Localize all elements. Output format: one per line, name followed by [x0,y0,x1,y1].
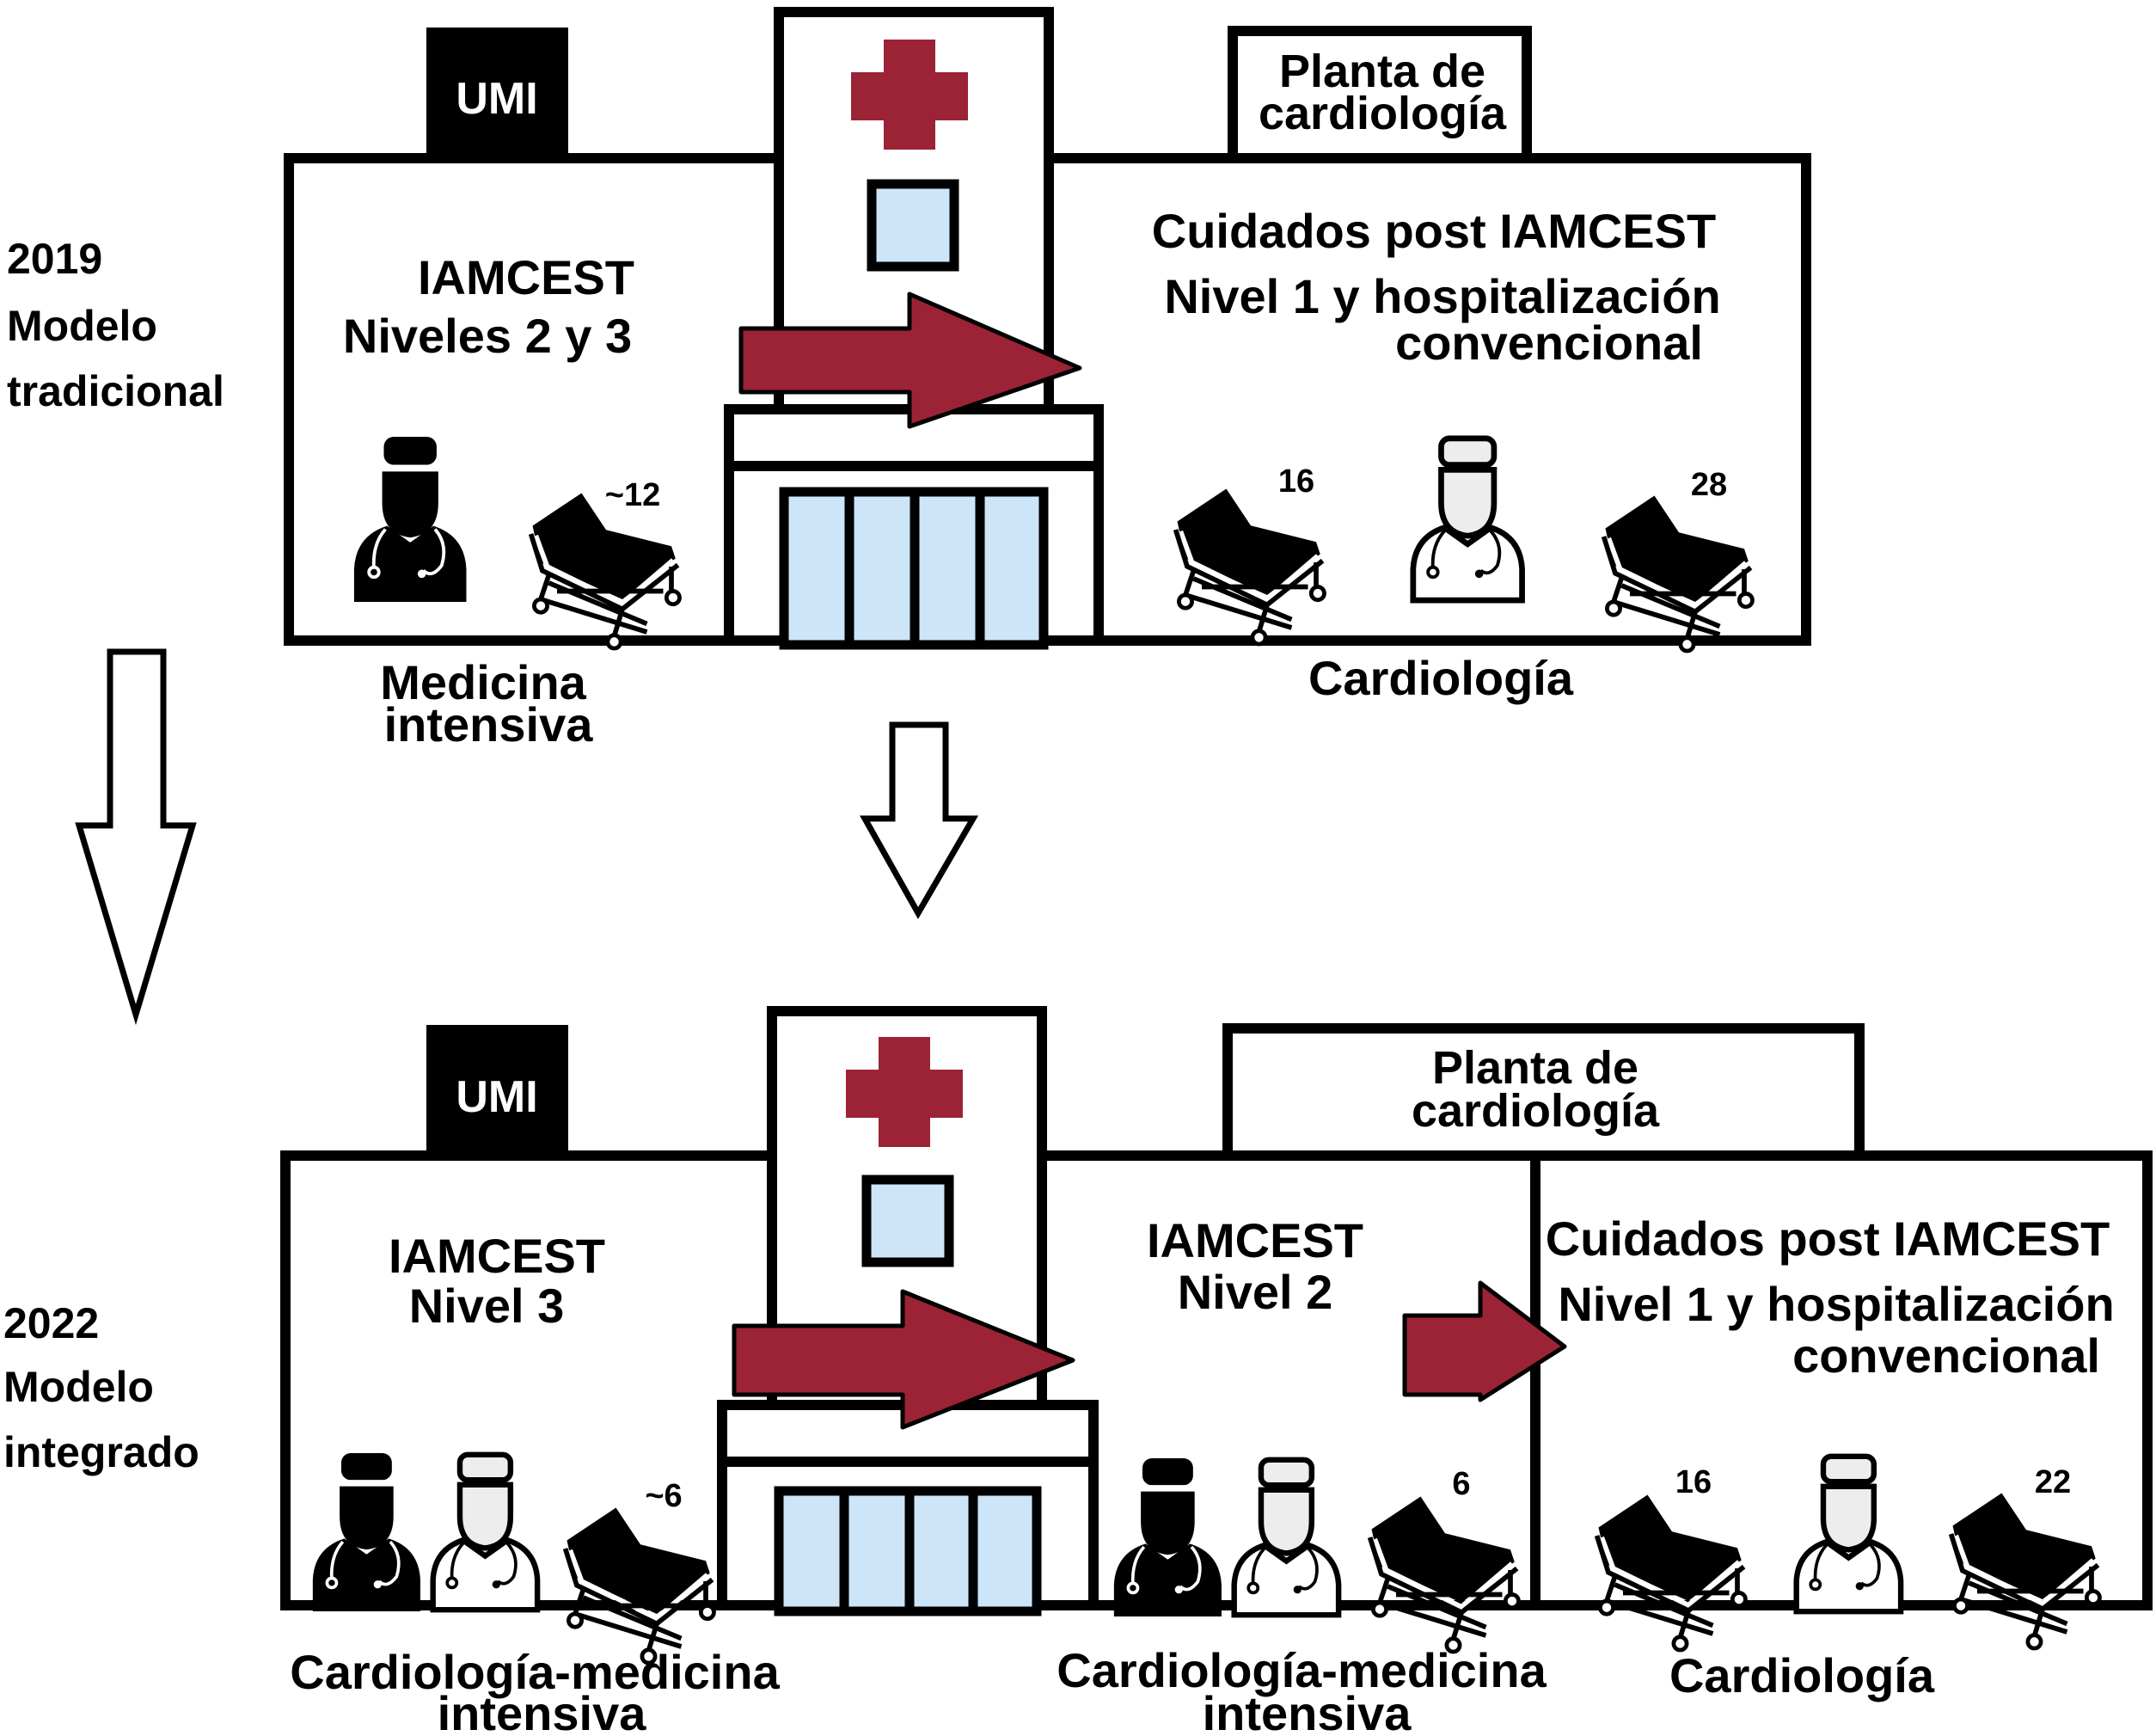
top-model: 2019 Modelo tradicional UMI Planta de ca… [7,7,1811,751]
bottom-model-line2: Modelo [3,1363,154,1411]
top-model-line2: Modelo [7,302,157,350]
icu-bed-count: ~12 [605,477,660,513]
top-model-year: 2019 [7,235,102,283]
bottom-model-line3: integrado [3,1428,199,1476]
cardiology-unit-line2: Nivel 1 y hospitalización [1558,1277,2114,1331]
cardiology-unit-line3: convencional [1792,1328,2100,1383]
cardiology-bed-count-1: 16 [1278,463,1314,500]
medical-cross-icon [846,1037,963,1147]
cardiology-caption: Cardiología [1669,1648,1935,1702]
planta-cardiologia-tab [1228,26,1532,163]
down-arrow-left [75,648,197,1026]
umi-tab [426,1025,568,1156]
level3-caption-line1: Cardiología-medicina [290,1645,780,1699]
icu-caption-line2: intensiva [384,697,594,751]
icu-unit-levels: Niveles 2 y 3 [343,309,632,363]
planta-label-line1: Planta de [1279,46,1485,97]
icu-caption-line1: Medicina [380,655,586,709]
cardiology-bed-count-2: 28 [1691,467,1727,503]
cardiology-unit-title: Cuidados post IAMCEST [1546,1212,2110,1266]
level3-title: IAMCEST [389,1229,605,1283]
level2-caption-line2: intensiva [1203,1686,1412,1736]
level3-level: Nivel 3 [409,1279,565,1333]
level3-bed-count: ~6 [645,1478,682,1514]
planta-label-line2: cardiología [1412,1085,1660,1137]
level2-title: IAMCEST [1147,1213,1363,1267]
cardiology-caption: Cardiología [1308,651,1574,705]
bottom-model: 2022 Modelo integrado UMI Planta de card… [3,1006,2153,1736]
medical-cross-icon [851,40,968,150]
tower-window [867,179,959,272]
cardio-icu-level3-box [280,1150,781,1610]
level3-caption-line2: intensiva [438,1686,647,1736]
level2-bed-count: 6 [1452,1466,1470,1502]
red-flow-arrow [732,1289,1075,1430]
level2-caption-line1: Cardiología-medicina [1057,1643,1547,1697]
planta-label-line2: cardiología [1259,88,1507,139]
level2-level: Nivel 2 [1178,1265,1333,1319]
red-flow-arrow [738,291,1082,429]
tower-window [861,1175,954,1267]
planta-label-line1: Planta de [1432,1042,1638,1094]
umi-label: UMI [456,1072,537,1122]
cardiology-unit-line2: Nivel 1 y hospitalización [1164,269,1720,323]
down-arrow-center [860,721,979,920]
umi-label: UMI [456,74,537,124]
umi-tab [426,28,568,158]
cardiology-unit-title: Cuidados post IAMCEST [1152,204,1716,258]
top-model-line3: tradicional [7,367,224,415]
red-flow-arrow-small [1402,1280,1567,1402]
bottom-model-year: 2022 [3,1299,99,1347]
planta-cardiologia-tab [1222,1023,1865,1161]
cardiology-bed-count-1: 16 [1675,1464,1712,1500]
icu-unit-title: IAMCEST [418,250,634,304]
cardiology-bed-count-2: 22 [2035,1464,2071,1500]
cardiology-unit-line3: convencional [1395,316,1703,370]
